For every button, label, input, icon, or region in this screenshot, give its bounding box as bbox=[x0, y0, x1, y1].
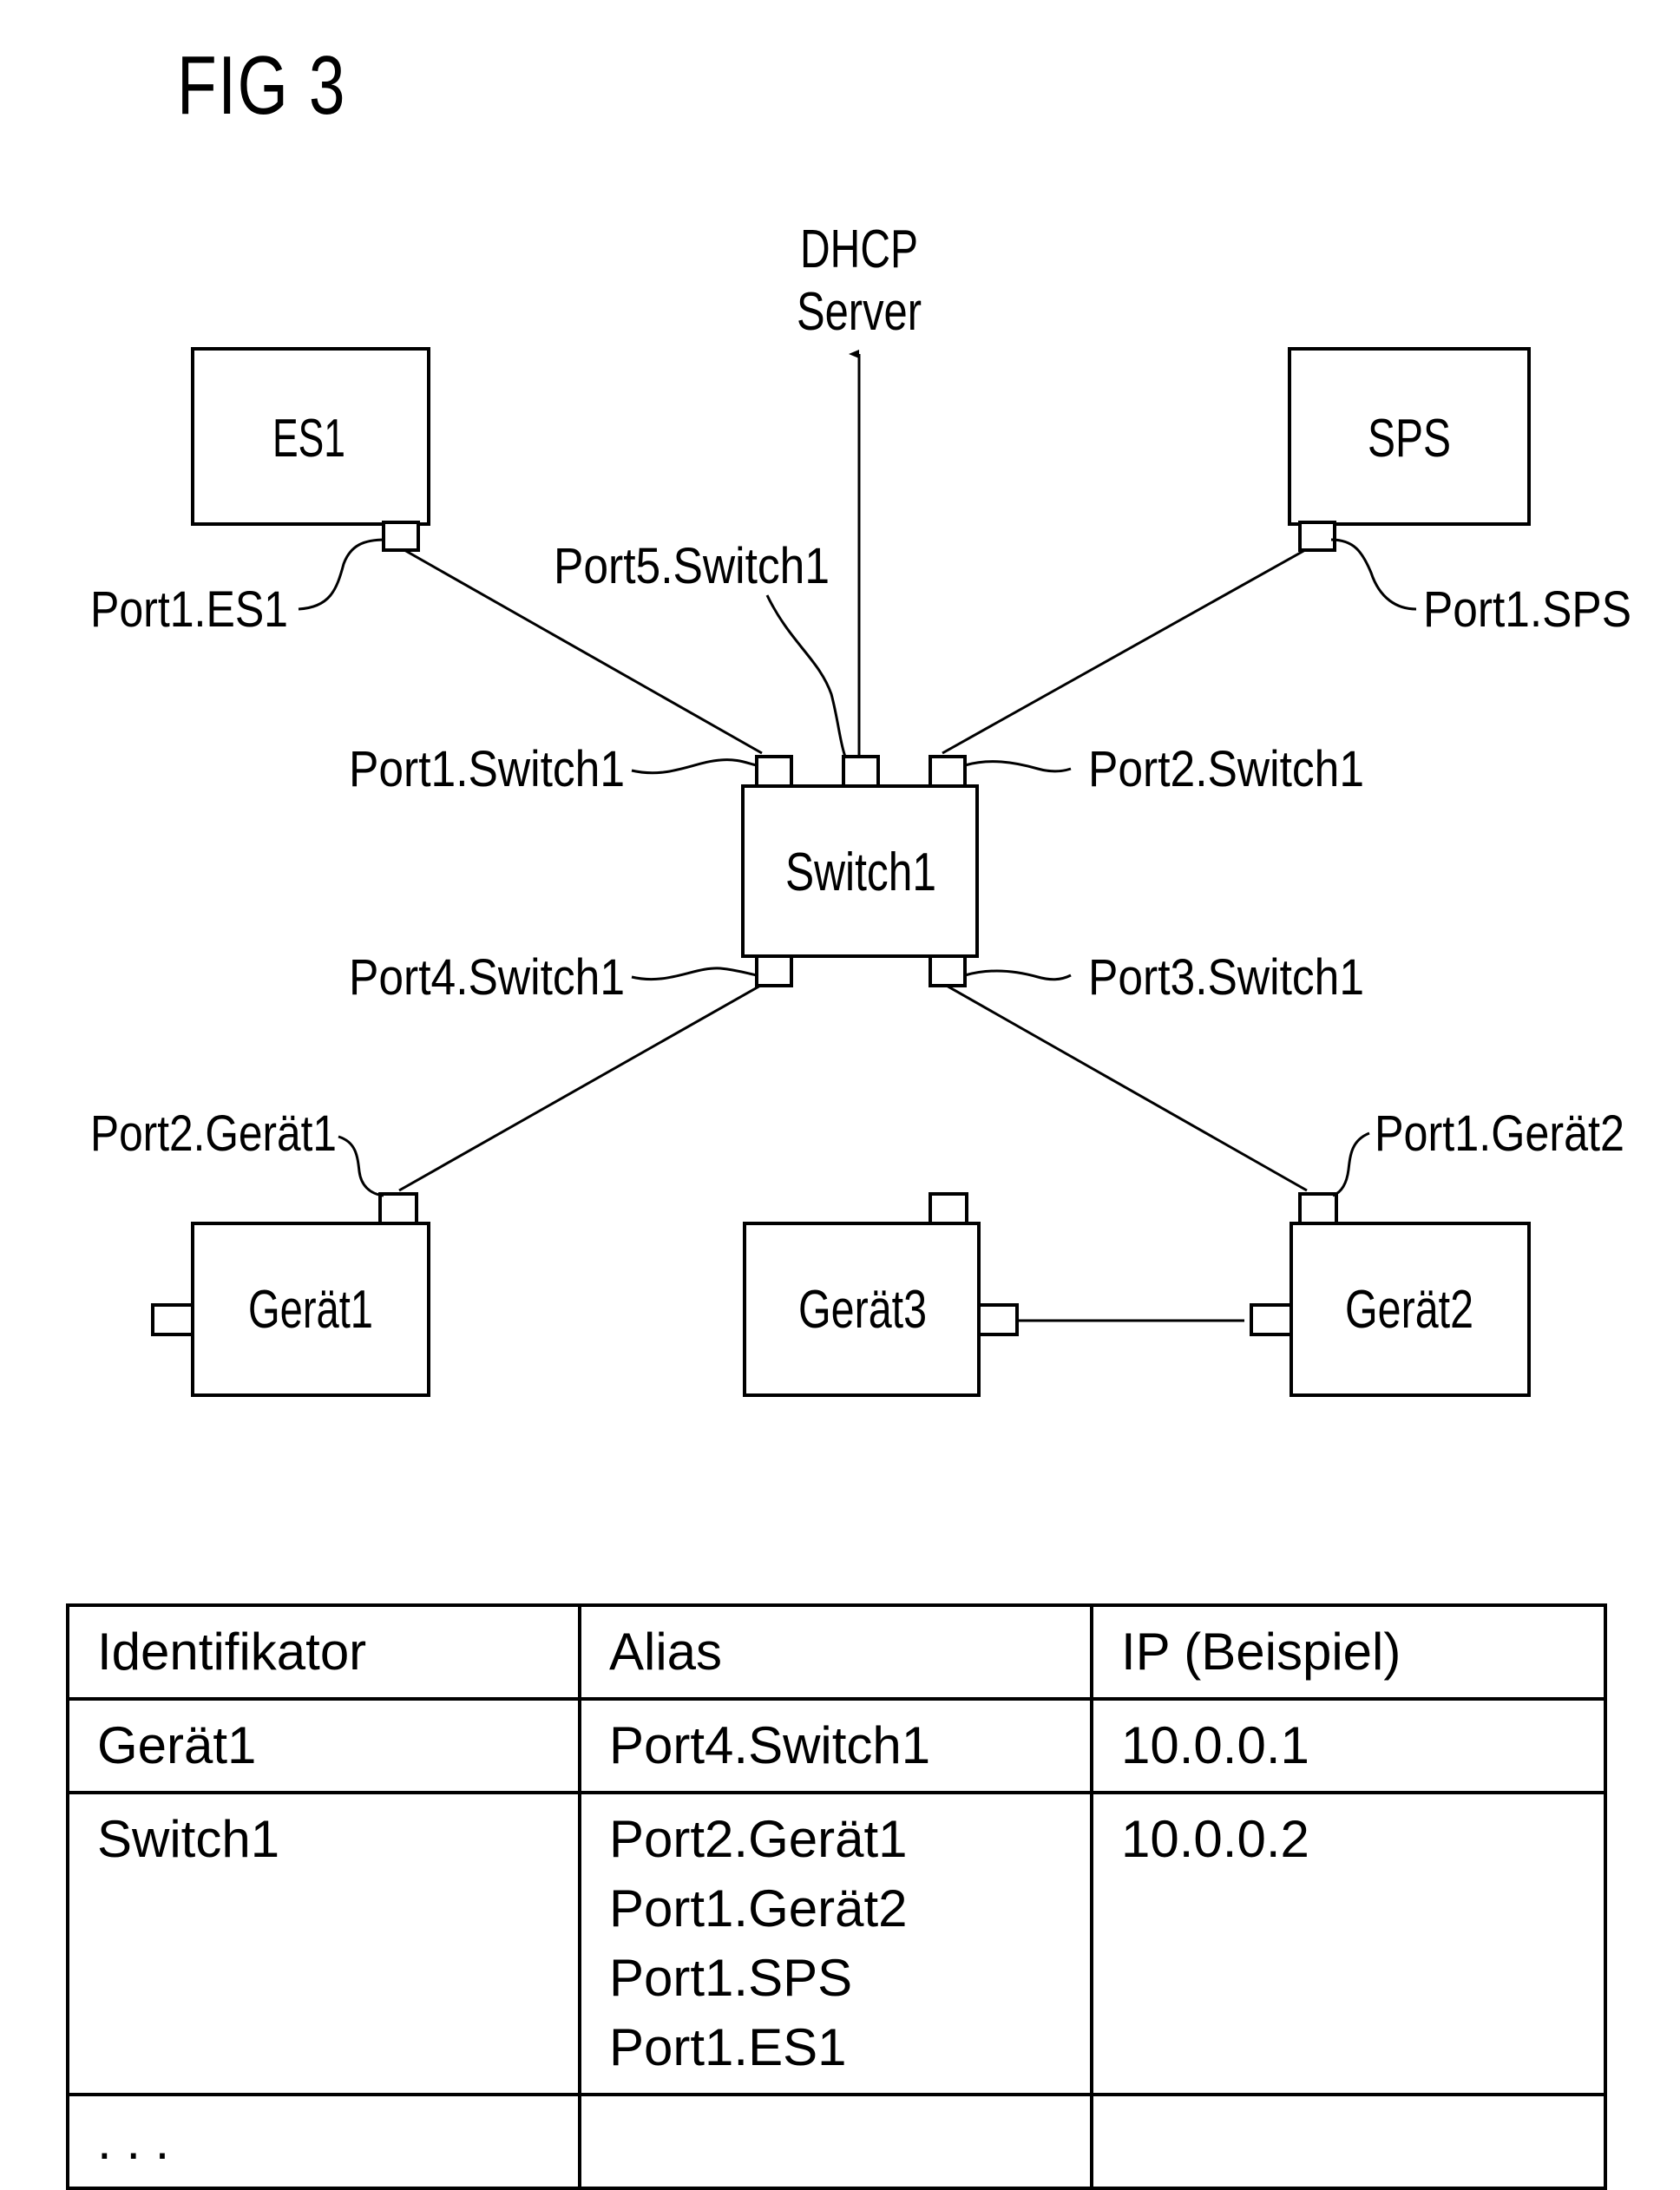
ip-cell: 10.0.0.1 bbox=[1092, 1699, 1605, 1793]
alias-entry: Port4.Switch1 bbox=[609, 1711, 1064, 1780]
es1-label: ES1 bbox=[272, 409, 345, 469]
port5-switch1-label: Port5.Switch1 bbox=[554, 538, 830, 594]
identifier-cell: . . . bbox=[68, 2095, 580, 2188]
header-identifikator: Identifikator bbox=[68, 1605, 580, 1699]
port-geraet2-1 bbox=[1300, 1194, 1336, 1223]
leader-port3-switch1 bbox=[965, 971, 1071, 980]
port-sps-1 bbox=[1300, 522, 1335, 550]
alias-cell: Port4.Switch1 bbox=[580, 1699, 1092, 1793]
port-geraet1-2 bbox=[380, 1194, 417, 1223]
port-switch1-3 bbox=[930, 956, 965, 986]
table-row: . . . bbox=[68, 2095, 1605, 2188]
dhcp-server-label-line2: Server bbox=[797, 282, 922, 342]
ip-cell: 10.0.0.2 bbox=[1092, 1793, 1605, 2095]
alias-cell: Port2.Gerät1 Port1.Gerät2 Port1.SPS Port… bbox=[580, 1793, 1092, 2095]
table-row: Gerät1 Port4.Switch1 10.0.0.1 bbox=[68, 1699, 1605, 1793]
port-geraet2-left bbox=[1251, 1305, 1291, 1334]
port-switch1-4 bbox=[757, 956, 791, 986]
identifier-cell: Gerät1 bbox=[68, 1699, 580, 1793]
port3-switch1-label: Port3.Switch1 bbox=[1088, 949, 1364, 1006]
link-geraet1-switch1 bbox=[399, 981, 768, 1190]
leader-port1-geraet2 bbox=[1333, 1133, 1369, 1196]
dhcp-server-label-line1: DHCP bbox=[800, 220, 918, 279]
sps-label: SPS bbox=[1368, 409, 1451, 469]
alias-entry: Port1.Gerät2 bbox=[609, 1874, 1064, 1944]
switch1-label: Switch1 bbox=[785, 843, 936, 902]
alias-cell bbox=[580, 2095, 1092, 2188]
port1-switch1-label: Port1.Switch1 bbox=[349, 741, 625, 797]
geraet2-label: Gerät2 bbox=[1345, 1280, 1473, 1340]
leader-port5-switch1 bbox=[767, 595, 845, 757]
header-ip: IP (Beispiel) bbox=[1092, 1605, 1605, 1699]
port1-sps-label: Port1.SPS bbox=[1423, 581, 1631, 638]
port-switch1-5 bbox=[843, 757, 878, 786]
link-geraet2-switch1 bbox=[939, 981, 1307, 1190]
alias-entry: Port1.SPS bbox=[609, 1944, 1064, 2013]
port-geraet3-top bbox=[930, 1194, 967, 1223]
leader-port2-switch1 bbox=[965, 762, 1071, 771]
leader-port1-es1 bbox=[299, 540, 385, 609]
header-alias: Alias bbox=[580, 1605, 1092, 1699]
port-es1-1 bbox=[384, 522, 418, 550]
port-geraet1-1 bbox=[153, 1305, 193, 1334]
port4-switch1-label: Port4.Switch1 bbox=[349, 949, 625, 1006]
port2-switch1-label: Port2.Switch1 bbox=[1088, 741, 1364, 797]
alias-entry: Port2.Gerät1 bbox=[609, 1805, 1064, 1874]
leader-port4-switch1 bbox=[632, 968, 757, 980]
network-diagram: DHCP Server ES1 SPS Switch1 Gerät1 Gerät… bbox=[0, 0, 1680, 1562]
port-switch1-1 bbox=[757, 757, 791, 786]
table-row: Switch1 Port2.Gerät1 Port1.Gerät2 Port1.… bbox=[68, 1793, 1605, 2095]
leader-port1-sps bbox=[1331, 540, 1416, 609]
port-switch1-2 bbox=[930, 757, 965, 786]
table-header-row: Identifikator Alias IP (Beispiel) bbox=[68, 1605, 1605, 1699]
port1-es1-label: Port1.ES1 bbox=[90, 581, 288, 638]
leader-port2-geraet1 bbox=[338, 1137, 384, 1196]
identifier-cell: Switch1 bbox=[68, 1793, 580, 2095]
geraet1-label: Gerät1 bbox=[248, 1280, 373, 1340]
leader-port1-switch1 bbox=[632, 760, 757, 773]
alias-table: Identifikator Alias IP (Beispiel) Gerät1… bbox=[66, 1603, 1607, 2190]
port1-geraet2-label: Port1.Gerät2 bbox=[1375, 1105, 1624, 1162]
port2-geraet1-label: Port2.Gerät1 bbox=[90, 1105, 337, 1162]
link-sps-switch1 bbox=[942, 550, 1305, 753]
port-geraet3-right bbox=[979, 1305, 1017, 1334]
geraet3-label: Gerät3 bbox=[798, 1280, 927, 1340]
alias-entry: Port1.ES1 bbox=[609, 2013, 1064, 2082]
ip-cell bbox=[1092, 2095, 1605, 2188]
